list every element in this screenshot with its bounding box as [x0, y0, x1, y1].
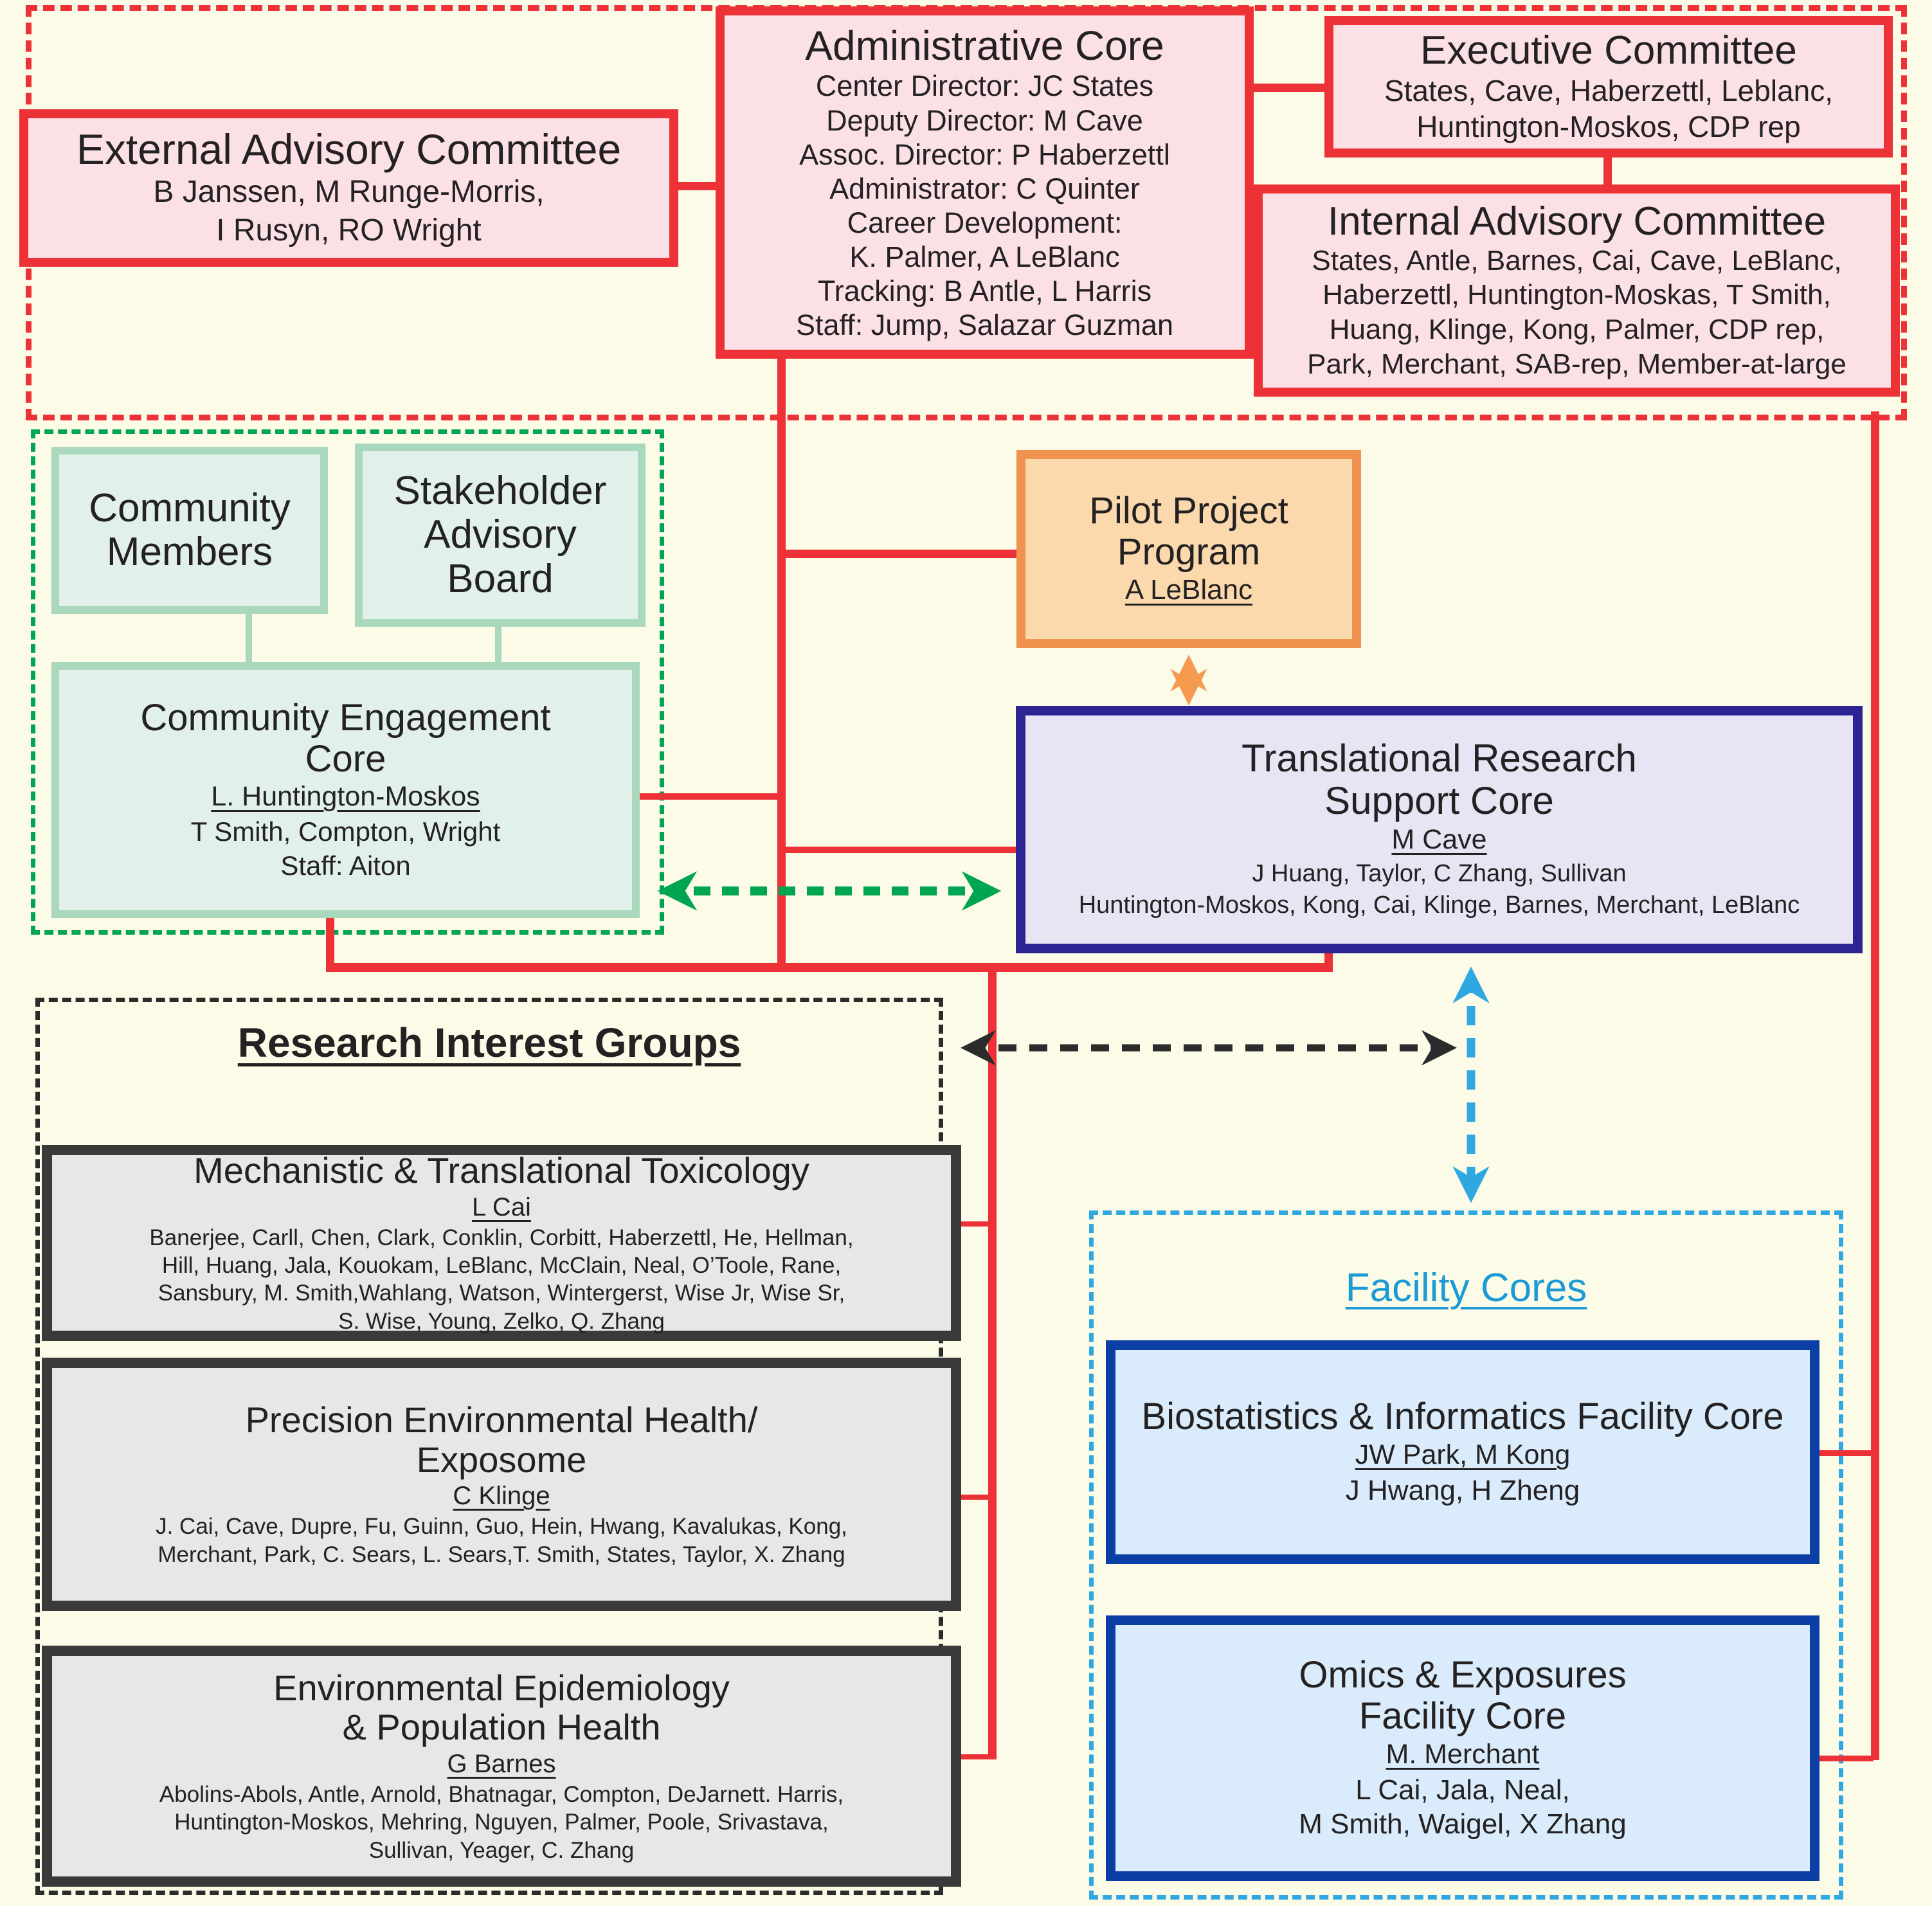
- research-interest-groups-header: Research Interest Groups: [237, 1020, 741, 1066]
- member-line: Huntington-Moskos, Kong, Cai, Klinge, Ba…: [1078, 892, 1800, 919]
- external-advisory-committee-box: External Advisory Committee B Janssen, M…: [19, 109, 678, 267]
- translational-research-support-core-box: Translational Research Support Core M Ca…: [1016, 706, 1863, 953]
- member-line: Park, Merchant, SAB-rep, Member-at-large: [1307, 348, 1846, 380]
- member-line: B Janssen, M Runge-Morris,: [153, 174, 545, 209]
- member-line: L Cai, Jala, Neal,: [1355, 1774, 1570, 1806]
- core-leader: M. Merchant: [1386, 1738, 1540, 1770]
- connector-omics-stub: [1818, 1756, 1873, 1761]
- member-line: Huntington-Moskos, Mehring, Nguyen, Palm…: [174, 1810, 829, 1835]
- connector-cec-trunk: [326, 913, 334, 967]
- role-line: Deputy Director: M Cave: [826, 103, 1143, 137]
- omics-exposures-core-box: Omics & Exposures Facility Core M. Merch…: [1106, 1615, 1819, 1881]
- connector-biostat-stub: [1818, 1450, 1873, 1456]
- community-dashed-container: [31, 429, 664, 935]
- box-title: Stakeholder Advisory Board: [393, 469, 607, 601]
- box-title-line: Exposome: [416, 1439, 587, 1480]
- member-line: Sullivan, Yeager, C. Zhang: [368, 1837, 635, 1863]
- executive-committee-box: Executive Committee States, Cave, Haberz…: [1324, 16, 1893, 157]
- role-line: Administrator: C Quinter: [829, 172, 1140, 205]
- stem-stakeholder-board: [495, 620, 501, 665]
- mechanistic-toxicology-group-box: Mechanistic & Translational Toxicology L…: [42, 1145, 961, 1341]
- member-line: Huang, Klinge, Kong, Palmer, CDP rep,: [1329, 314, 1825, 346]
- connector-right-vertical: [1871, 411, 1879, 1760]
- member-line: Huntington-Moskos, CDP rep: [1416, 110, 1801, 144]
- connector-group3-stub: [955, 1754, 991, 1759]
- member-line: States, Cave, Haberzettl, Leblanc,: [1384, 73, 1834, 107]
- connector-trunk: [326, 963, 1333, 972]
- box-title: Translational Research Support Core: [1241, 737, 1637, 823]
- box-title: Pilot Project Program: [1089, 490, 1288, 573]
- community-members-box: Community Members: [51, 447, 328, 614]
- group-leader: L Cai: [472, 1192, 531, 1221]
- member-line: States, Antle, Barnes, Cai, Cave, LeBlan…: [1312, 244, 1842, 276]
- stakeholder-advisory-board-box: Stakeholder Advisory Board: [355, 444, 646, 627]
- role-line: K. Palmer, A LeBlanc: [849, 240, 1120, 273]
- member-line: Banerjee, Carll, Chen, Clark, Conklin, C…: [149, 1225, 854, 1250]
- connector-exec-iac: [1603, 153, 1612, 186]
- stem-community-members: [246, 611, 252, 665]
- administrative-core-box: Administrative Core Center Director: JC …: [716, 6, 1254, 359]
- biostatistics-informatics-core-box: Biostatistics & Informatics Facility Cor…: [1106, 1340, 1819, 1564]
- member-line: I Rusyn, RO Wright: [216, 213, 482, 247]
- box-title: Biostatistics & Informatics Facility Cor…: [1141, 1396, 1784, 1438]
- community-engagement-core-box: Community Engagement Core L. Huntington-…: [51, 662, 640, 918]
- connector-group2-stub: [955, 1495, 991, 1500]
- box-title-line: Environmental Epidemiology: [273, 1667, 730, 1708]
- core-leader: JW Park, M Kong: [1355, 1439, 1571, 1471]
- member-line: Haberzettl, Huntington-Moskas, T Smith,: [1323, 279, 1831, 311]
- member-line: Sansbury, M. Smith,Wahlang, Watson, Wint…: [158, 1281, 845, 1306]
- pilot-project-program-box: Pilot Project Program A LeBlanc: [1016, 450, 1361, 648]
- connector-admin-spine: [777, 354, 786, 969]
- facility-cores-header: Facility Cores: [1345, 1266, 1587, 1310]
- box-title-line: Precision Environmental Health/: [245, 1399, 758, 1441]
- box-title-line: & Population Health: [342, 1707, 661, 1748]
- connector-admin-exec: [1250, 84, 1328, 92]
- member-line: J Huang, Taylor, C Zhang, Sullivan: [1252, 860, 1627, 888]
- core-leader: M Cave: [1391, 824, 1487, 856]
- member-line: S. Wise, Young, Zelko, Q. Zhang: [338, 1308, 665, 1334]
- member-line: M Smith, Waigel, X Zhang: [1299, 1808, 1627, 1840]
- member-line: T Smith, Compton, Wright: [190, 816, 501, 847]
- box-title: Community Engagement Core: [140, 696, 551, 780]
- box-title: Community Members: [89, 485, 291, 574]
- member-line: J. Cai, Cave, Dupre, Fu, Guinn, Guo, Hei…: [156, 1514, 847, 1540]
- member-line: Abolins-Abols, Antle, Arnold, Bhatnagar,…: [159, 1782, 844, 1807]
- role-line: Center Director: JC States: [815, 69, 1154, 103]
- facility-cores-dashed-container: [1089, 1210, 1843, 1900]
- box-title: Internal Advisory Committee: [1327, 199, 1827, 244]
- precision-health-exposome-group-box: Precision Environmental Health/ Exposome…: [42, 1358, 961, 1611]
- connector-spine-pilot: [782, 550, 1018, 558]
- role-line: Assoc. Director: P Haberzettl: [799, 138, 1170, 171]
- connector-eac-admin: [675, 182, 721, 190]
- member-line: Merchant, Park, C. Sears, L. Sears,T. Sm…: [158, 1542, 845, 1567]
- connector-spine-trsc: [782, 847, 1018, 853]
- environmental-epidemiology-group-box: Environmental Epidemiology & Population …: [42, 1646, 961, 1887]
- box-title: External Advisory Committee: [76, 125, 622, 174]
- core-leader: A LeBlanc: [1124, 573, 1253, 606]
- connector-cec-spine: [638, 793, 781, 800]
- core-leader: L. Huntington-Moskos: [211, 781, 480, 813]
- member-line: Staff: Aiton: [280, 850, 411, 881]
- box-title: Mechanistic & Translational Toxicology: [194, 1149, 809, 1191]
- role-line: Tracking: B Antle, L Harris: [817, 274, 1152, 308]
- box-title: Omics & Exposures Facility Core: [1299, 1654, 1627, 1737]
- group-leader: C Klinge: [453, 1482, 550, 1511]
- box-title: Executive Committee: [1420, 28, 1797, 73]
- internal-advisory-committee-box: Internal Advisory Committee States, Antl…: [1254, 184, 1900, 397]
- connector-group1-stub: [955, 1221, 991, 1227]
- group-leader: G Barnes: [447, 1750, 556, 1778]
- role-line: Career Development:: [847, 206, 1123, 239]
- member-line: J Hwang, H Zheng: [1345, 1475, 1580, 1506]
- member-line: Hill, Huang, Jala, Kouokam, LeBlanc, McC…: [161, 1252, 842, 1278]
- box-title: Administrative Core: [805, 22, 1164, 69]
- connector-center-vertical: [988, 967, 997, 1759]
- role-line: Staff: Jump, Salazar Guzman: [796, 309, 1173, 342]
